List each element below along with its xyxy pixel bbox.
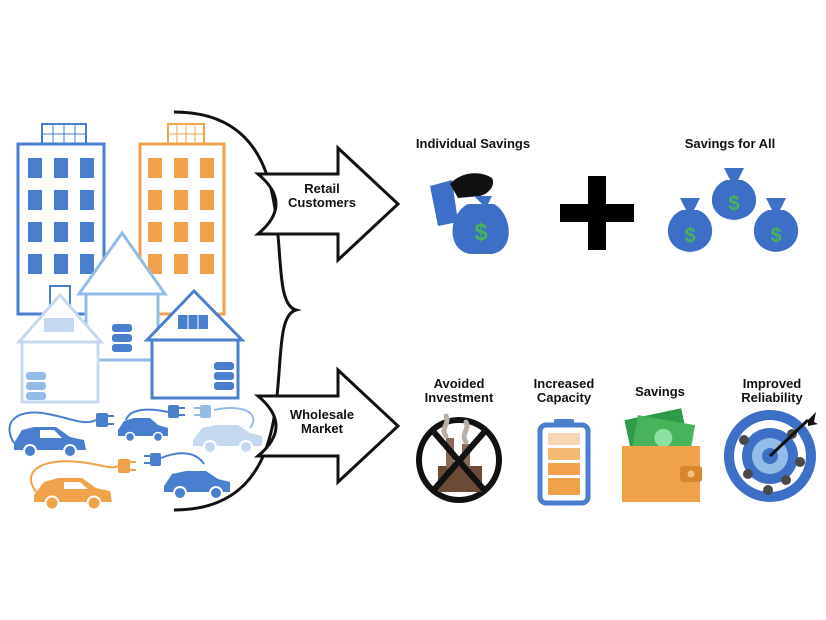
electric-car-icon-1: [14, 427, 86, 458]
retail-label-line-2: Customers: [288, 194, 356, 210]
retail-arrow: [253, 144, 401, 264]
retail-customers-label: Retail Customers: [272, 182, 372, 209]
money-bag-icon: $: [667, 198, 713, 252]
battery-level-icon: [537, 419, 591, 506]
svg-text:$: $: [474, 219, 488, 246]
battery-storage-icon: [112, 324, 132, 352]
battery-storage-icon: [26, 372, 46, 400]
electric-car-icon-3: [193, 425, 262, 454]
improved-reliability-label: Improved Reliability: [722, 377, 822, 404]
house-icon-right: [143, 288, 246, 400]
wholesale-market-label: Wholesale Market: [272, 408, 372, 435]
increased-capacity-label: Increased Capacity: [514, 377, 614, 404]
avoided-label-line-2: Investment: [424, 389, 494, 405]
house-icon-left: [15, 292, 105, 404]
hand-money-bag-icon: $: [430, 173, 509, 254]
money-bag-icon: $: [711, 168, 757, 220]
savings-for-all-label: Savings for All: [684, 136, 776, 151]
charging-plug-icon-5: [144, 453, 161, 466]
svg-text:$: $: [684, 225, 695, 247]
battery-storage-icon: [214, 362, 234, 390]
wallet-cash-icon: [622, 408, 702, 502]
charging-plug-icon-4: [118, 459, 136, 473]
wholesale-arrow: [253, 366, 401, 486]
electric-car-icon-4: [34, 478, 112, 511]
reliability-label-line-2: Reliability: [741, 389, 803, 405]
avoided-label-line-1: Avoided: [433, 376, 485, 391]
split-bracket: [173, 110, 302, 512]
wholesale-label-line-1: Wholesale: [289, 407, 355, 422]
plus-icon: [560, 176, 634, 250]
retail-label-line-1: Retail: [304, 181, 340, 196]
money-bags-icon: $ $ $: [667, 168, 799, 252]
money-bag-icon: $: [753, 198, 799, 252]
no-power-plant-icon: [416, 413, 502, 503]
charging-plug-icon-2: [168, 405, 185, 418]
charging-plug-icon-1: [96, 413, 114, 427]
individual-savings-label: Individual Savings: [415, 136, 531, 151]
electric-car-icon-2: [118, 418, 168, 443]
savings-label: Savings: [635, 384, 685, 399]
target-dart-icon: [724, 410, 818, 502]
reliability-label-line-1: Improved: [742, 376, 802, 391]
avoided-investment-label: Avoided Investment: [409, 377, 509, 404]
svg-text:$: $: [728, 193, 739, 215]
wholesale-label-line-2: Market: [301, 420, 343, 436]
capacity-label-line-2: Capacity: [536, 389, 592, 405]
svg-text:$: $: [770, 225, 781, 247]
capacity-label-line-1: Increased: [533, 376, 595, 391]
electric-car-icon-5: [164, 471, 230, 500]
charging-plug-icon-3: [194, 405, 211, 418]
